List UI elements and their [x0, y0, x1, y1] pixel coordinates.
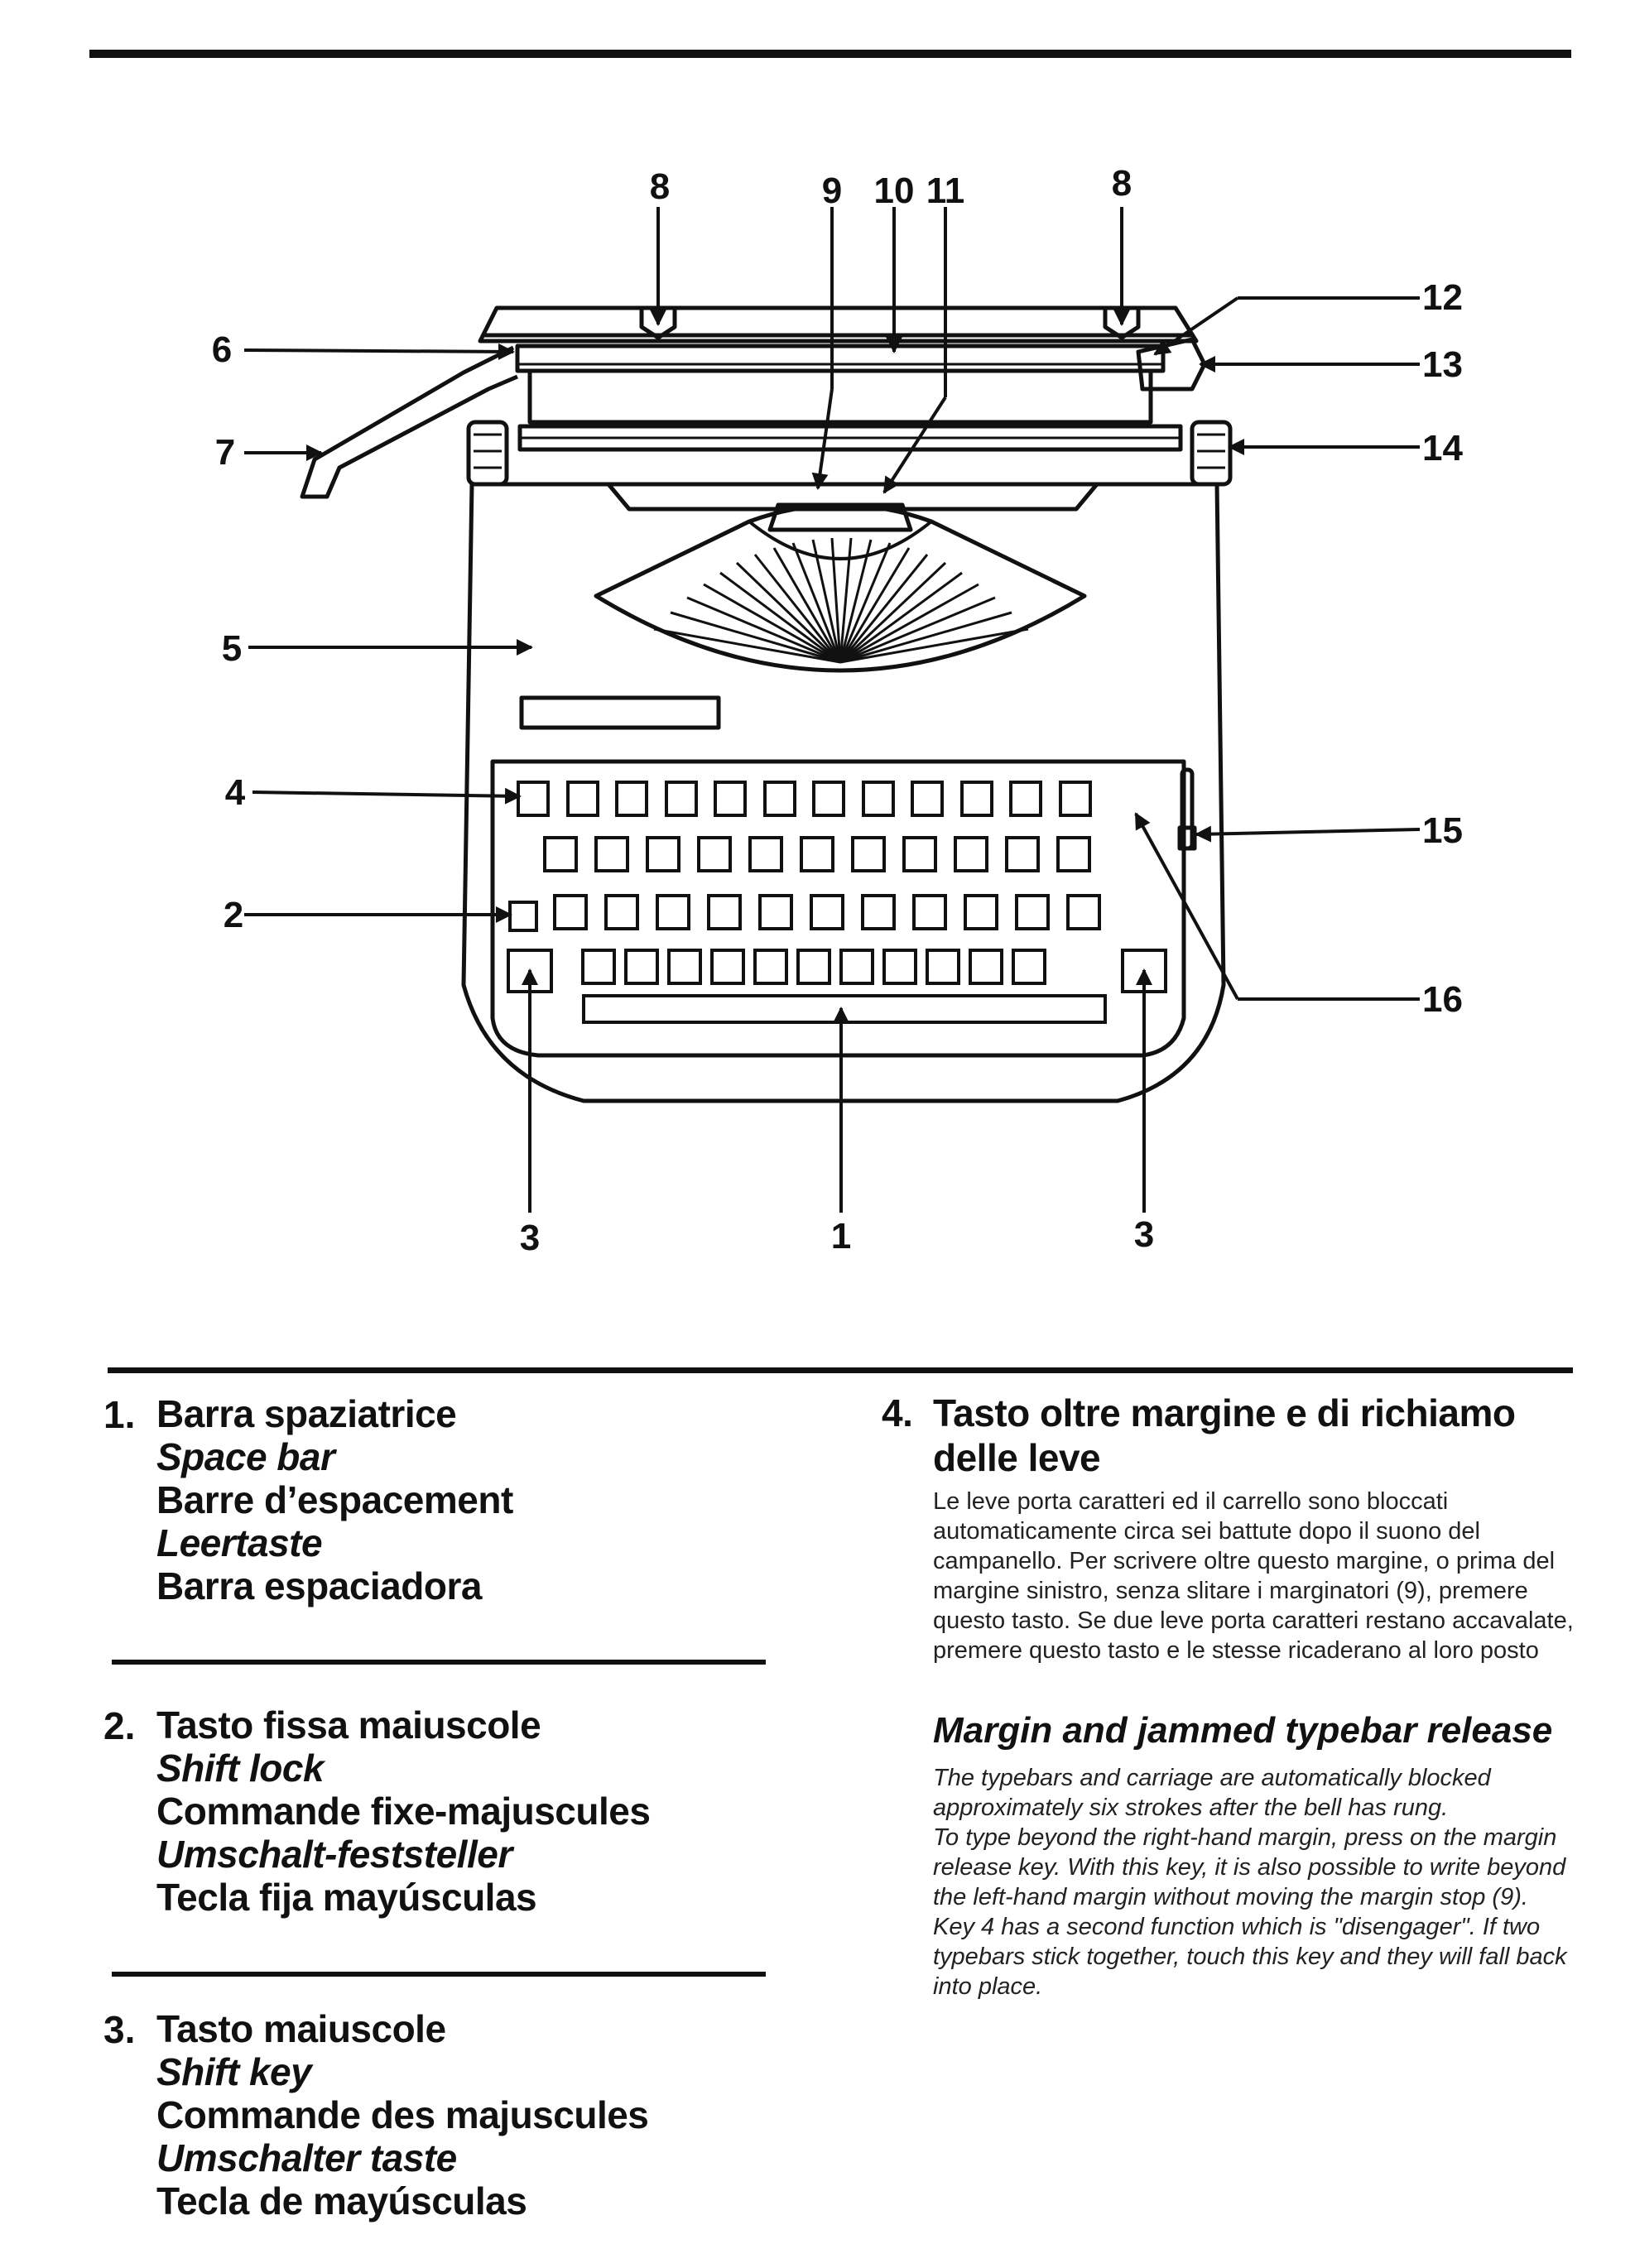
section-number: 4.: [882, 1391, 913, 1434]
english-title: Margin and jammed typebar release: [933, 1710, 1553, 1751]
entry-line-fr: Commande fixe-majuscules: [156, 1790, 651, 1833]
section-rule: [108, 1367, 1573, 1373]
callout-14: 14: [1422, 428, 1463, 468]
callout-3-right: 3: [1134, 1214, 1154, 1255]
callout-5: 5: [222, 628, 242, 669]
callout-13: 13: [1422, 344, 1463, 385]
callout-numbers: 8 9 10 11 8 6 7 5 4 2 12 13 14 15 16 3 1…: [212, 163, 1464, 1258]
entry-line-en: Shift lock: [156, 1747, 325, 1790]
entry-line-it: Barra spaziatrice: [156, 1392, 457, 1435]
callout-11: 11: [926, 171, 965, 211]
entry-line-de: Umschalt-feststeller: [156, 1833, 512, 1876]
callout-8-right: 8: [1112, 163, 1132, 204]
callout-1: 1: [831, 1216, 851, 1257]
callout-6: 6: [212, 329, 232, 370]
entry-line-es: Tecla de mayúsculas: [156, 2179, 527, 2222]
section-4: 4. Tasto oltre margine e di richiamo del…: [882, 1391, 1577, 2001]
space-bar: [582, 994, 1107, 1024]
entry-line-es: Tecla fija mayúsculas: [156, 1876, 537, 1919]
entry-3: 3. Tasto maiuscole Shift key Commande de…: [103, 2007, 849, 2222]
english-text-1: The typebars and carriage are automatica…: [933, 1765, 1491, 1821]
margin-release-key: [517, 781, 550, 817]
entry-line-fr: Barre d’espacement: [156, 1478, 513, 1521]
entry-line-en: Space bar: [156, 1435, 335, 1478]
entry-number: 2.: [103, 1704, 136, 1747]
entry-line-it: Tasto fissa maiuscole: [156, 1703, 541, 1747]
leader-lines: [243, 207, 1421, 1213]
entry-number: 3.: [103, 2008, 136, 2051]
backspace-key: [1059, 781, 1092, 817]
top-rule: [89, 50, 1571, 58]
shift-lock-key: [508, 901, 538, 932]
callout-7: 7: [215, 432, 235, 473]
callout-2: 2: [224, 895, 243, 935]
english-text-2: To type beyond the right-hand margin, pr…: [933, 1824, 1566, 1910]
callout-12: 12: [1422, 277, 1463, 318]
typewriter-diagram: 8 9 10 11 8 6 7 5 4 2 12 13 14 15 16 3 1…: [212, 163, 1464, 1258]
typebar-basket: [653, 537, 1029, 664]
callout-16: 16: [1422, 979, 1463, 1020]
entry-line-de: Leertaste: [156, 1521, 323, 1564]
callout-8-left: 8: [650, 166, 670, 207]
callout-3-left: 3: [520, 1218, 540, 1258]
callout-15: 15: [1422, 810, 1463, 851]
typewriter-drawing: [300, 305, 1233, 1103]
section-title: Tasto oltre margine e di richiamo delle …: [933, 1391, 1516, 1479]
entry-2: 2. Tasto fissa maiuscole Shift lock Comm…: [103, 1703, 849, 1919]
italian-text: Le leve porta caratteri ed il carrello s…: [933, 1488, 1574, 1664]
entry-line-en: Shift key: [156, 2050, 312, 2093]
entry-divider-2: [112, 1972, 766, 1977]
callout-10: 10: [874, 171, 915, 211]
english-text-3: Key 4 has a second function which is "di…: [933, 1914, 1567, 2000]
callout-9: 9: [822, 171, 842, 211]
keyboard-keys: [507, 781, 1167, 1024]
entry-line-it: Tasto maiuscole: [156, 2007, 446, 2050]
entry-line-es: Barra espaciadora: [156, 1564, 482, 1607]
entry-number: 1.: [103, 1393, 136, 1436]
callout-4: 4: [225, 772, 246, 813]
entry-divider-1: [112, 1660, 766, 1665]
entry-1: 1. Barra spaziatrice Space bar Barre d’e…: [103, 1392, 849, 1607]
entry-line-fr: Commande des majuscules: [156, 2093, 649, 2136]
entry-line-de: Umschalter taste: [156, 2136, 457, 2179]
